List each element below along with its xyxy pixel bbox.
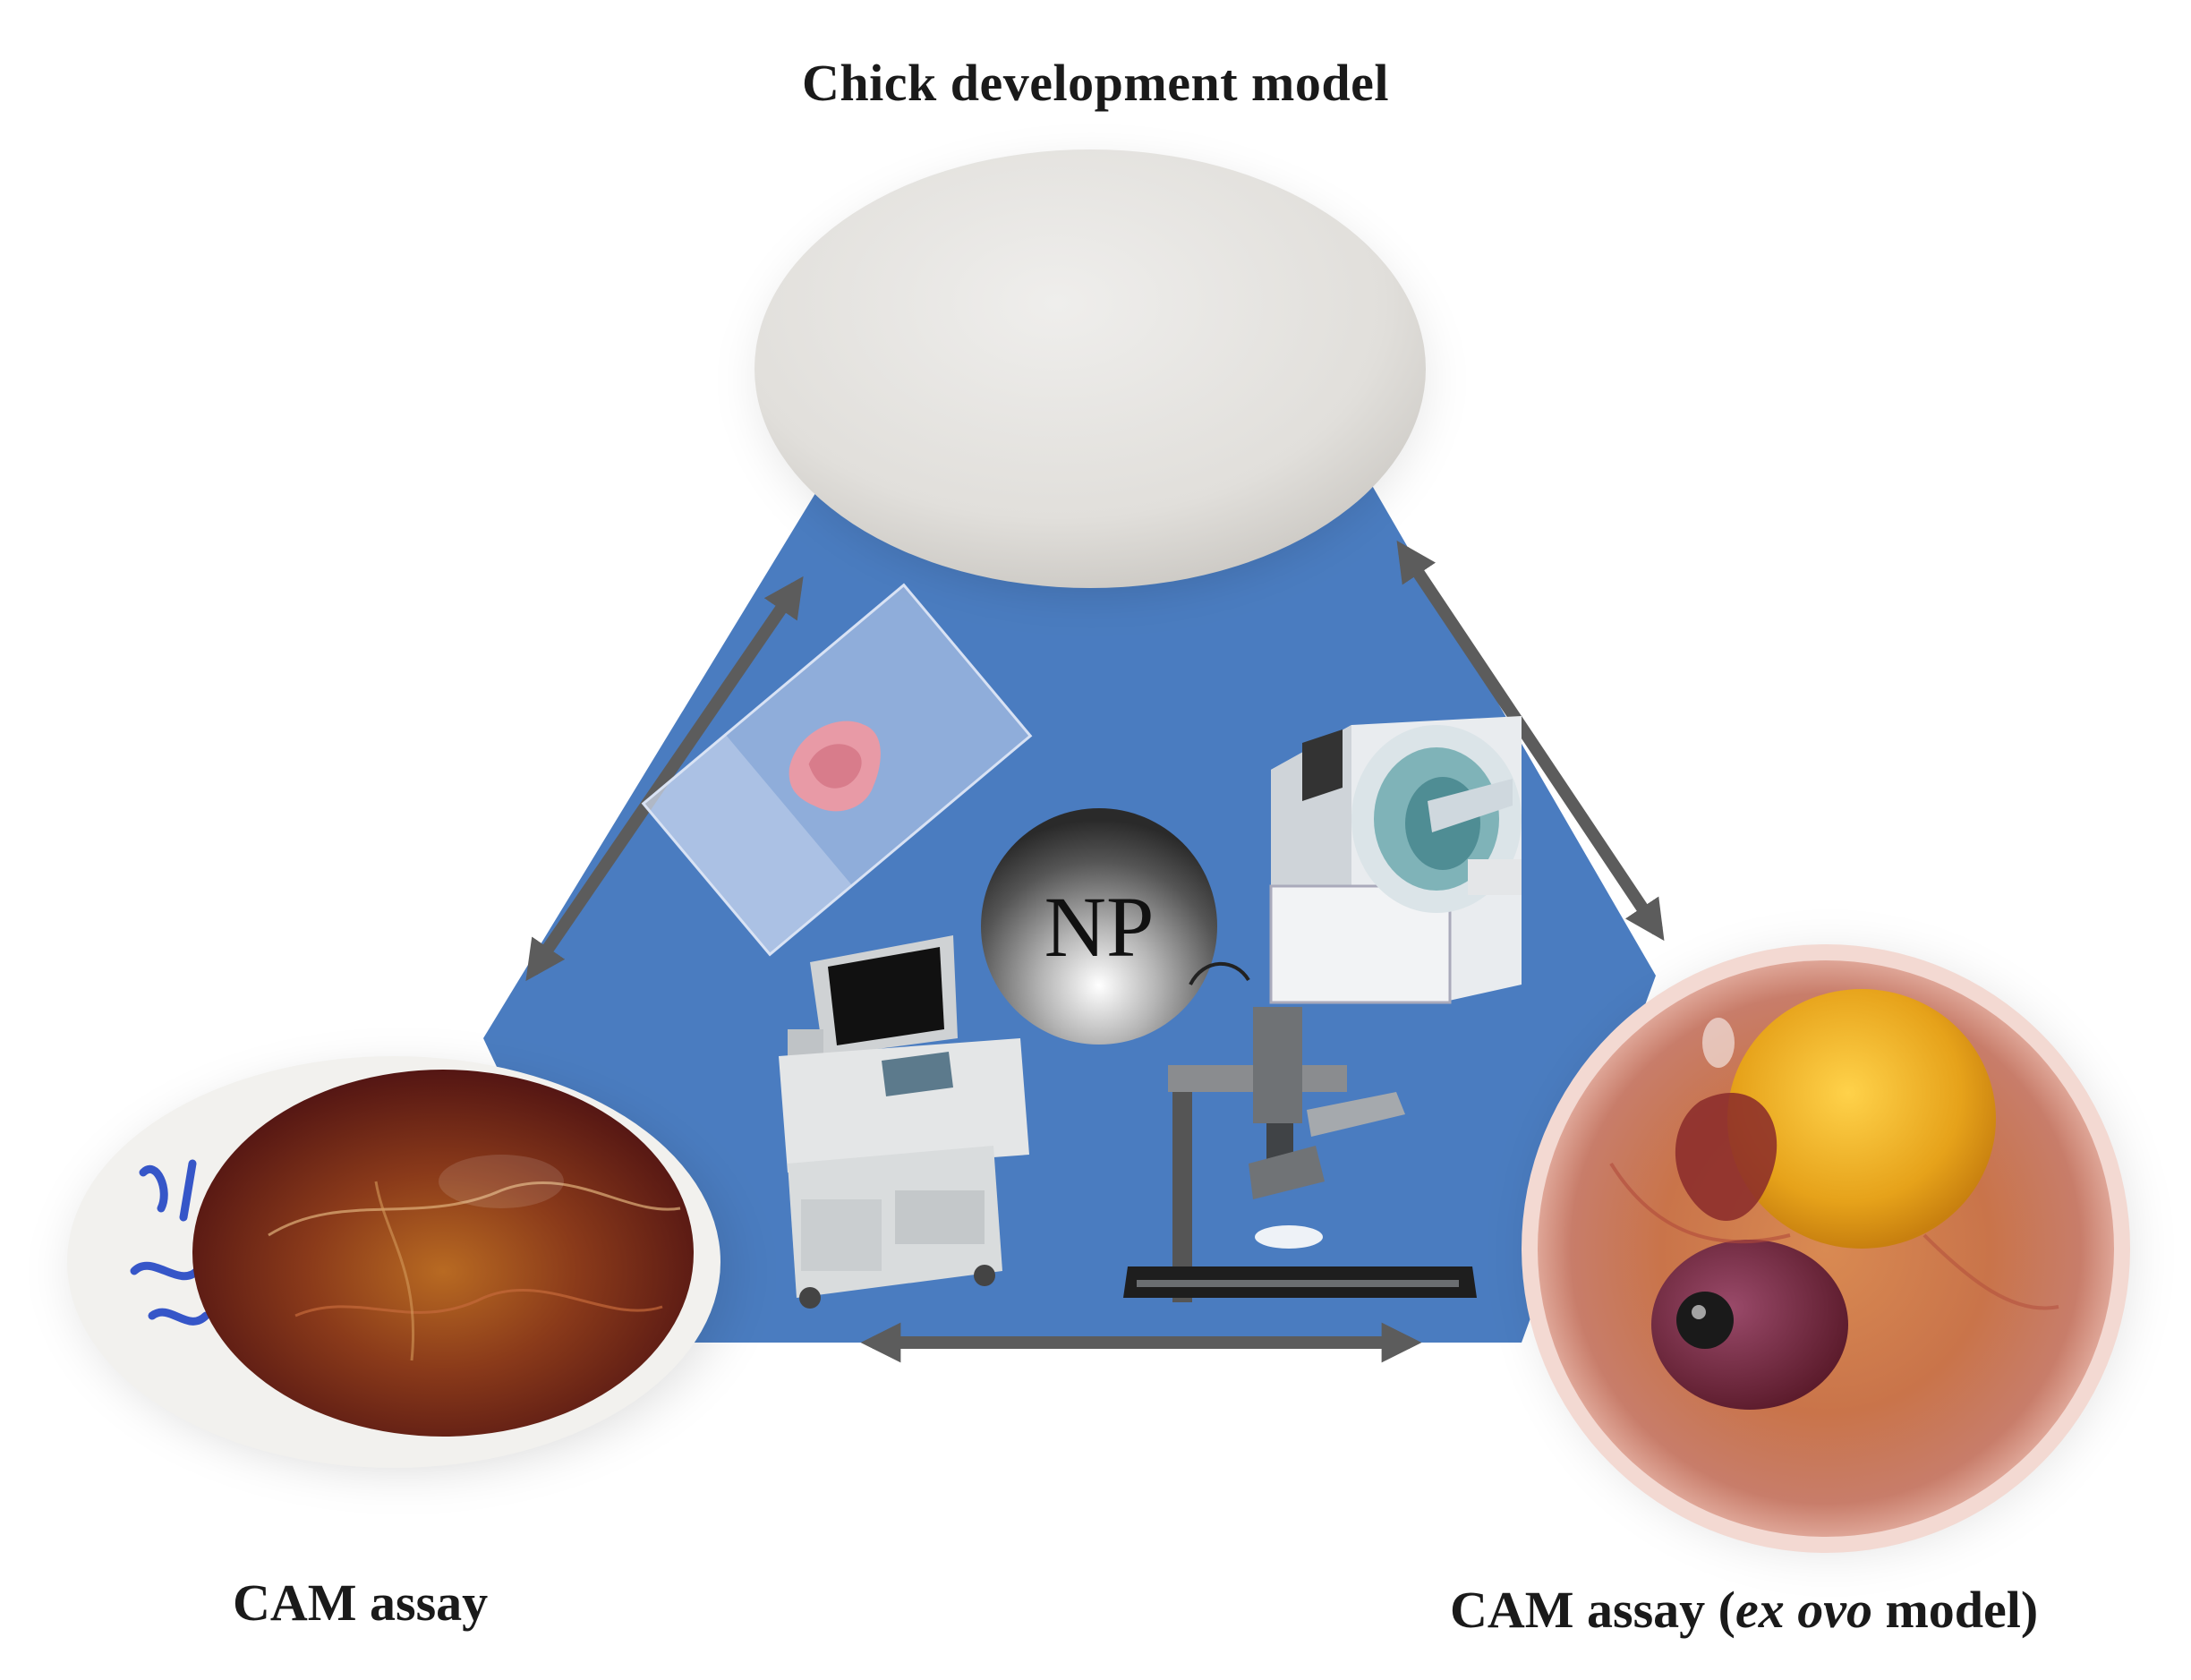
cam-assay-ex-ovo-label-italic: ex ovo <box>1735 1581 1872 1639</box>
connection-arrows <box>525 540 1665 1363</box>
arrow-top-to-left <box>525 576 804 982</box>
mri-scanner <box>1269 716 1522 1004</box>
cam-assay-label: CAM assay <box>233 1573 489 1632</box>
cam-assay-in-ovo <box>45 1047 761 1495</box>
histology-slide <box>641 583 1033 957</box>
microscope <box>1123 961 1477 1302</box>
arrow-top-to-right <box>1396 540 1665 942</box>
shell-marker-writing <box>130 1159 210 1326</box>
cam-assay-ex-ovo-label-suffix: model) <box>1871 1581 2039 1639</box>
ultrasound-machine <box>779 935 1029 1309</box>
chick-development-model-label: Chick development model <box>802 54 1389 112</box>
chick-development-egg <box>734 143 1450 618</box>
cam-opening <box>192 1070 694 1437</box>
cam-assay-ex-ovo <box>1504 926 2157 1580</box>
embryo <box>1651 1240 1848 1410</box>
nanoparticle-sphere: NP <box>981 808 1217 1045</box>
yolk <box>1727 989 1996 1249</box>
np-label: NP <box>1044 879 1155 975</box>
embryo-eye <box>1676 1292 1734 1349</box>
cam-assay-ex-ovo-label-prefix: CAM assay ( <box>1450 1581 1735 1639</box>
cam-assay-ex-ovo-label: CAM assay (ex ovo model) <box>1450 1584 2038 1636</box>
